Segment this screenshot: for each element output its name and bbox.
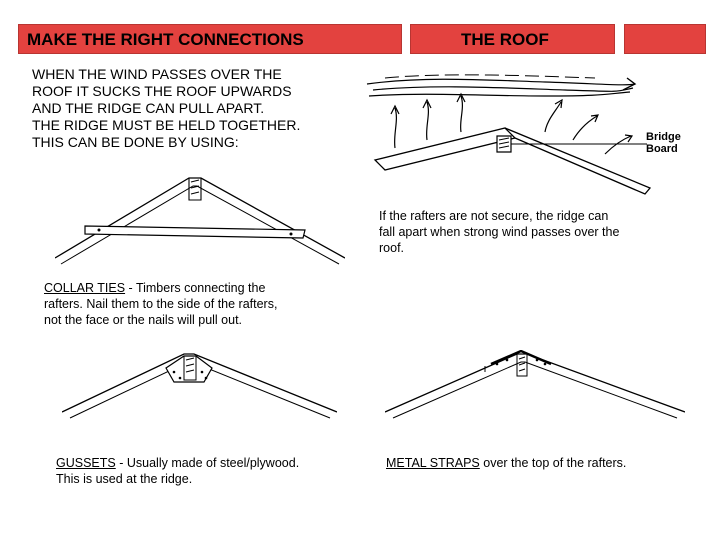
bridge-label-line: Bridge xyxy=(646,131,681,143)
gusset-illustration xyxy=(62,350,337,420)
title-banner: MAKE THE RIGHT CONNECTIONS xyxy=(18,24,402,54)
intro-line: THIS CAN BE DONE BY USING: xyxy=(32,134,239,150)
bridge-label-line: Board xyxy=(646,143,678,155)
page-subtitle: THE ROOF xyxy=(461,30,549,49)
gussets-line: - Usually made of steel/plywood. xyxy=(115,456,300,470)
page-title: MAKE THE RIGHT CONNECTIONS xyxy=(27,30,304,49)
intro-line: AND THE RIDGE CAN PULL APART. xyxy=(32,100,265,116)
subtitle-banner: THE ROOF xyxy=(410,24,615,54)
metal-straps-text: METAL STRAPS over the top of the rafters… xyxy=(386,455,626,471)
gussets-text: GUSSETS - Usually made of steel/plywood.… xyxy=(56,455,299,487)
collar-ties-text: COLLAR TIES - Timbers connecting the raf… xyxy=(44,280,344,328)
rafters-note: If the rafters are not secure, the ridge… xyxy=(379,208,619,256)
bridge-board-label: Bridge Board xyxy=(646,131,681,155)
rafters-line: fall apart when strong wind passes over … xyxy=(379,225,620,239)
blank-banner xyxy=(624,24,706,54)
intro-line: ROOF IT SUCKS THE ROOF UPWARDS xyxy=(32,83,292,99)
rafters-line: roof. xyxy=(379,241,405,255)
collar-tie-illustration xyxy=(55,172,345,267)
collar-ties-line: not the face or the nails will pull out. xyxy=(44,313,243,327)
collar-ties-line: - Timbers connecting the xyxy=(125,281,266,295)
gussets-line: This is used at the ridge. xyxy=(56,472,193,486)
metal-straps-line: over the top of the rafters. xyxy=(479,456,627,470)
metal-strap-illustration xyxy=(385,350,685,420)
intro-line: THE RIDGE MUST BE HELD TOGETHER. xyxy=(32,117,301,133)
intro-line: WHEN THE WIND PASSES OVER THE xyxy=(32,66,282,82)
intro-text: WHEN THE WIND PASSES OVER THE ROOF IT SU… xyxy=(32,66,300,151)
metal-straps-term: METAL STRAPS xyxy=(386,456,480,470)
wind-roof-illustration xyxy=(365,70,695,195)
collar-ties-term: COLLAR TIES xyxy=(44,281,126,295)
gussets-term: GUSSETS xyxy=(56,456,116,470)
rafters-line: If the rafters are not secure, the ridge… xyxy=(379,209,609,223)
collar-ties-line: rafters. Nail them to the side of the ra… xyxy=(44,297,278,311)
